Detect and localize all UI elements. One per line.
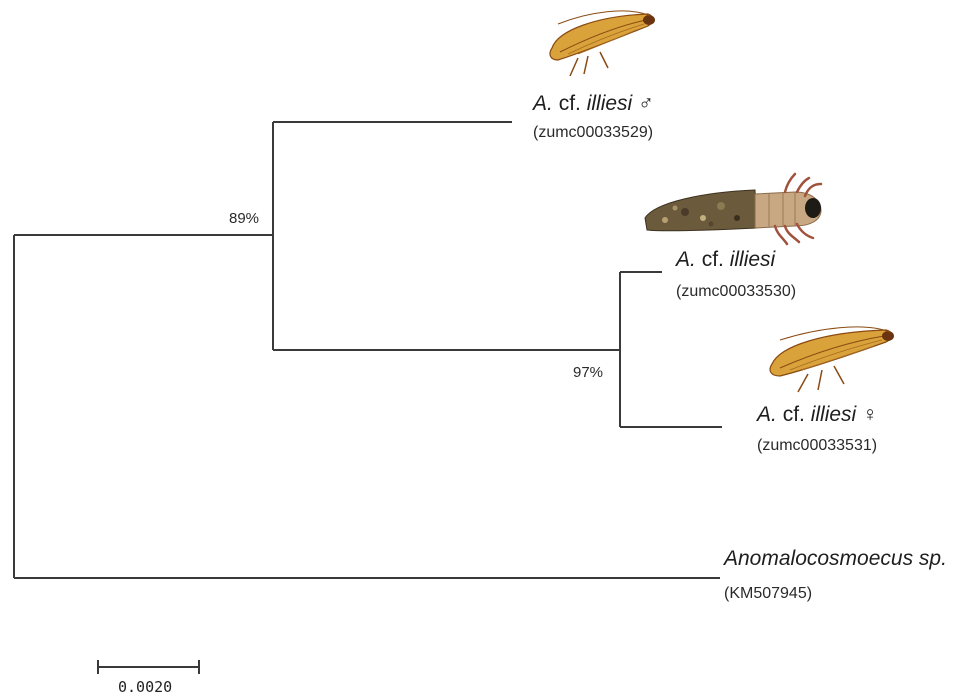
scale-bar — [98, 660, 199, 674]
voucher-label-3: (zumc00033531) — [757, 437, 877, 455]
scale-bar-label: 0.0020 — [118, 678, 172, 696]
taxon-1-species: illiesi — [587, 92, 633, 115]
taxon-label-1: A. cf. illiesi ♂ — [533, 92, 654, 116]
larva-in-case-icon — [645, 174, 821, 244]
taxon-3-cf: cf. — [783, 403, 805, 426]
support-value-node-b: 97% — [573, 364, 603, 381]
taxon-3-sex-symbol: ♀ — [862, 403, 878, 426]
outgroup-species: Anomalocosmoecus sp. — [724, 547, 947, 570]
taxon-3-species: illiesi — [811, 403, 857, 426]
taxon-2-cf: cf. — [702, 248, 724, 271]
support-value-node-a: 89% — [229, 210, 259, 227]
voucher-label-1: (zumc00033529) — [533, 124, 653, 142]
taxon-2-species: illiesi — [730, 248, 776, 271]
voucher-label-outgroup: (KM507945) — [724, 585, 812, 603]
voucher-label-2: (zumc00033530) — [676, 283, 796, 301]
taxon-2-genus: A. — [676, 248, 696, 271]
taxon-1-sex-symbol: ♂ — [638, 92, 654, 115]
adult-caddisfly-female-icon — [770, 327, 894, 392]
taxon-1-genus: A. — [533, 92, 553, 115]
taxon-label-2: A. cf. illiesi — [676, 248, 775, 272]
taxon-label-3: A. cf. illiesi ♀ — [757, 403, 878, 427]
taxon-label-outgroup: Anomalocosmoecus sp. — [724, 547, 947, 571]
taxon-1-cf: cf. — [559, 92, 581, 115]
adult-caddisfly-male-icon — [550, 11, 655, 76]
taxon-3-genus: A. — [757, 403, 777, 426]
